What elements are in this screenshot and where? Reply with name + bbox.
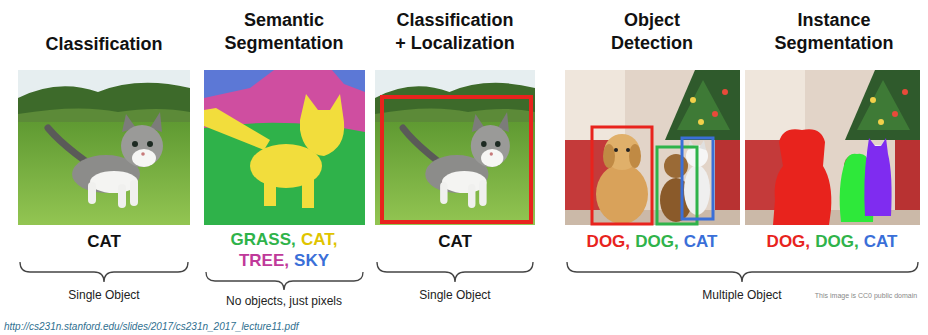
panel-title: Classification (45, 33, 162, 56)
class-label: CAT (87, 231, 121, 253)
panel-title-row: Object Detection (597, 9, 707, 55)
group-label: Single Object (419, 288, 490, 303)
watermark-row: This image is CC0 public domain (811, 291, 921, 300)
brace (20, 262, 188, 282)
class-label: SKY (294, 250, 329, 272)
instance-mask-photo (745, 70, 920, 225)
instance-mask (864, 138, 891, 216)
panel-title-row: Classification (34, 33, 174, 56)
class-label: CAT (438, 231, 472, 253)
group-label: No objects, just pixels (226, 294, 342, 309)
group-label-row: Multiple Object (662, 288, 822, 303)
brace (206, 272, 363, 290)
instance-mask (773, 129, 831, 225)
panel-title: Semantic Segmentation (219, 9, 349, 55)
class-label-row: GRASS,CAT, (199, 229, 369, 251)
source-url-row: http://cs231n.stanford.edu/slides/2017/c… (4, 320, 404, 333)
panel-title-row: Instance Segmentation (769, 9, 899, 55)
group-label-row: No objects, just pixels (196, 294, 372, 309)
class-label-row: CAT (370, 231, 540, 253)
class-label: GRASS, (231, 229, 296, 251)
brace (567, 262, 918, 282)
watermark: This image is CC0 public domain (815, 291, 917, 300)
group-label: Multiple Object (702, 288, 781, 303)
cat-photo (18, 70, 190, 225)
group-label: Single Object (68, 288, 139, 303)
bounding-box (592, 127, 652, 224)
group-label-row: Single Object (19, 288, 189, 303)
brace (377, 262, 533, 282)
panel-title-row: Classification + Localization (391, 9, 519, 55)
class-label: CAT (684, 231, 718, 253)
panel-title: Object Detection (597, 9, 707, 55)
class-label-row: DOG,DOG, CAT (564, 231, 740, 253)
class-label-row: TREE,SKY (199, 250, 369, 272)
panel-title: Instance Segmentation (769, 9, 899, 55)
class-label: DOG, (635, 231, 678, 253)
bounding-box (682, 138, 713, 219)
class-label: DOG, (587, 231, 630, 253)
cat-photo-localized (375, 70, 535, 225)
class-label: CAT (864, 231, 898, 253)
group-label-row: Single Object (370, 288, 540, 303)
detection-photo (565, 70, 740, 225)
class-label: CAT, (301, 229, 338, 251)
segmentation-map (204, 70, 365, 225)
bounding-box (657, 147, 697, 224)
panel-title: Classification + Localization (391, 9, 519, 55)
class-label-row: DOG,DOG, CAT (744, 231, 920, 253)
class-label-row: CAT (19, 231, 189, 253)
source-url: http://cs231n.stanford.edu/slides/2017/c… (4, 320, 298, 333)
grouping-braces (20, 262, 918, 290)
class-label: DOG, (815, 231, 858, 253)
panel-title-row: Semantic Segmentation (219, 9, 349, 55)
class-label: TREE, (239, 250, 289, 272)
bounding-box (382, 97, 531, 222)
class-label: DOG, (767, 231, 810, 253)
